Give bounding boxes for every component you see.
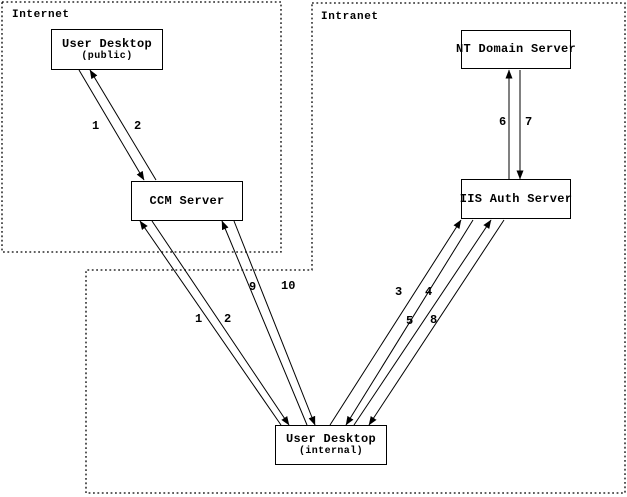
node-subtitle: (public) [81,50,133,62]
node-title: User Desktop [61,36,152,51]
internet-zone-label: Internet [12,9,70,21]
flow-label-3: 3 [395,285,403,299]
flow-label-4: 4 [425,285,433,299]
node-title: NT Domain Server [455,42,577,56]
flow-label-8: 8 [430,313,438,327]
edge-5-internal-desktop-to-iis [353,219,492,426]
edge-2-ccm-to-public-desktop [89,69,157,181]
edge-9-internal-desktop-to-ccm [221,220,308,426]
intranet-zone-label: Intranet [321,11,379,23]
node-iis-auth-server: IIS Auth Server [459,179,573,219]
internet-zone-border [1,1,282,253]
node-ccm-server: CCM Server [131,181,243,221]
node-nt-domain-server: NT Domain Server [456,30,576,69]
edge-4-iis-to-internal-desktop [345,219,474,426]
node-title: User Desktop [285,432,376,446]
edge-1-internal-desktop-to-ccm [139,220,282,426]
node-user-desktop-public: User Desktop (public) [51,29,163,70]
edge-10-ccm-to-internal-desktop [233,220,316,426]
flow-label-1-public: 1 [92,119,100,133]
node-user-desktop-internal: User Desktop (internal) [275,425,387,465]
flow-label-10: 10 [281,279,296,293]
edge-8-iis-to-internal-desktop [368,219,505,426]
flow-label-5: 5 [406,314,414,328]
flow-label-7: 7 [525,115,533,129]
flow-label-2-internal: 2 [224,312,232,326]
edge-2-ccm-to-internal-desktop [151,220,290,426]
node-title: CCM Server [149,193,225,208]
edge-3-internal-desktop-to-iis [329,219,462,426]
flow-label-2-public: 2 [134,119,142,133]
intranet-zone-border [85,2,626,494]
edge-1-public-desktop-to-ccm [78,69,145,181]
flow-label-1-internal: 1 [195,312,203,326]
node-subtitle: (internal) [298,446,363,457]
node-title: IIS Auth Server [459,191,573,206]
flow-label-9: 9 [249,280,257,294]
flow-label-6: 6 [499,115,507,129]
